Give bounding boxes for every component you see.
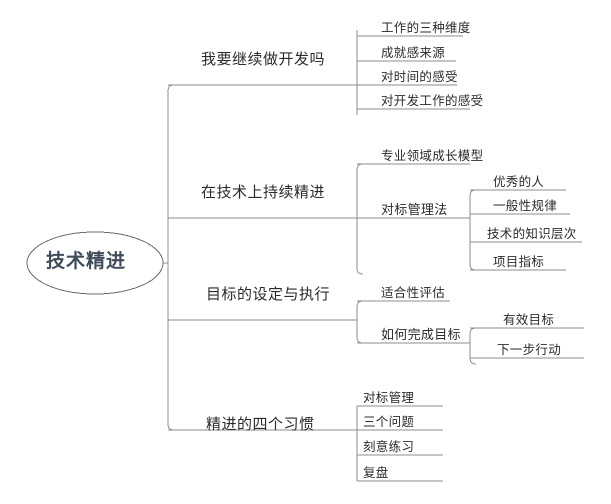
leaf-node-4-3[interactable]: 刻意练习 bbox=[363, 439, 415, 454]
trunk-line bbox=[167, 84, 182, 431]
leaf-node-2-2-3[interactable]: 技术的知识层次 bbox=[487, 226, 577, 241]
leaf-node-1-4[interactable]: 对开发工作的感受 bbox=[381, 93, 484, 108]
branch-node-1[interactable]: 我要继续做开发吗 bbox=[201, 50, 326, 68]
branch-node-2[interactable]: 在技术上持续精进 bbox=[201, 183, 326, 201]
leaf-node-1-1[interactable]: 工作的三种维度 bbox=[381, 20, 471, 35]
leaf-node-1-3[interactable]: 对时间的感受 bbox=[381, 69, 458, 84]
branch-node-4[interactable]: 精进的四个习惯 bbox=[206, 415, 315, 433]
leaf-node-4-4[interactable]: 复盘 bbox=[363, 465, 389, 480]
leaf-node-2-2-1[interactable]: 优秀的人 bbox=[493, 174, 545, 189]
sub-node-3-2[interactable]: 如何完成目标 bbox=[381, 328, 461, 343]
root-node-label[interactable]: 技术精进 bbox=[46, 250, 127, 272]
leaf-node-4-2[interactable]: 三个问题 bbox=[363, 414, 415, 429]
leaf-node-3-2-1[interactable]: 有效目标 bbox=[503, 312, 555, 327]
branch-node-3[interactable]: 目标的设定与执行 bbox=[206, 285, 331, 303]
sub-node-2-2[interactable]: 对标管理法 bbox=[381, 203, 448, 218]
sub-1-children-bus bbox=[469, 189, 477, 271]
leaf-node-3-2-2[interactable]: 下一步行动 bbox=[497, 342, 562, 357]
leaf-node-1-2[interactable]: 成就感来源 bbox=[381, 45, 446, 60]
leaf-node-2-2-4[interactable]: 项目指标 bbox=[493, 254, 545, 269]
branch-2-children-bus bbox=[356, 163, 364, 275]
sub-2-children-bus bbox=[469, 327, 477, 365]
leaf-node-3-1[interactable]: 适合性评估 bbox=[381, 285, 446, 300]
leaf-node-4-1[interactable]: 对标管理 bbox=[363, 390, 415, 405]
branch-3-children-bus bbox=[356, 300, 364, 344]
leaf-node-2-1[interactable]: 专业领域成长模型 bbox=[381, 148, 484, 163]
leaf-node-2-2-2[interactable]: 一般性规律 bbox=[493, 198, 558, 213]
